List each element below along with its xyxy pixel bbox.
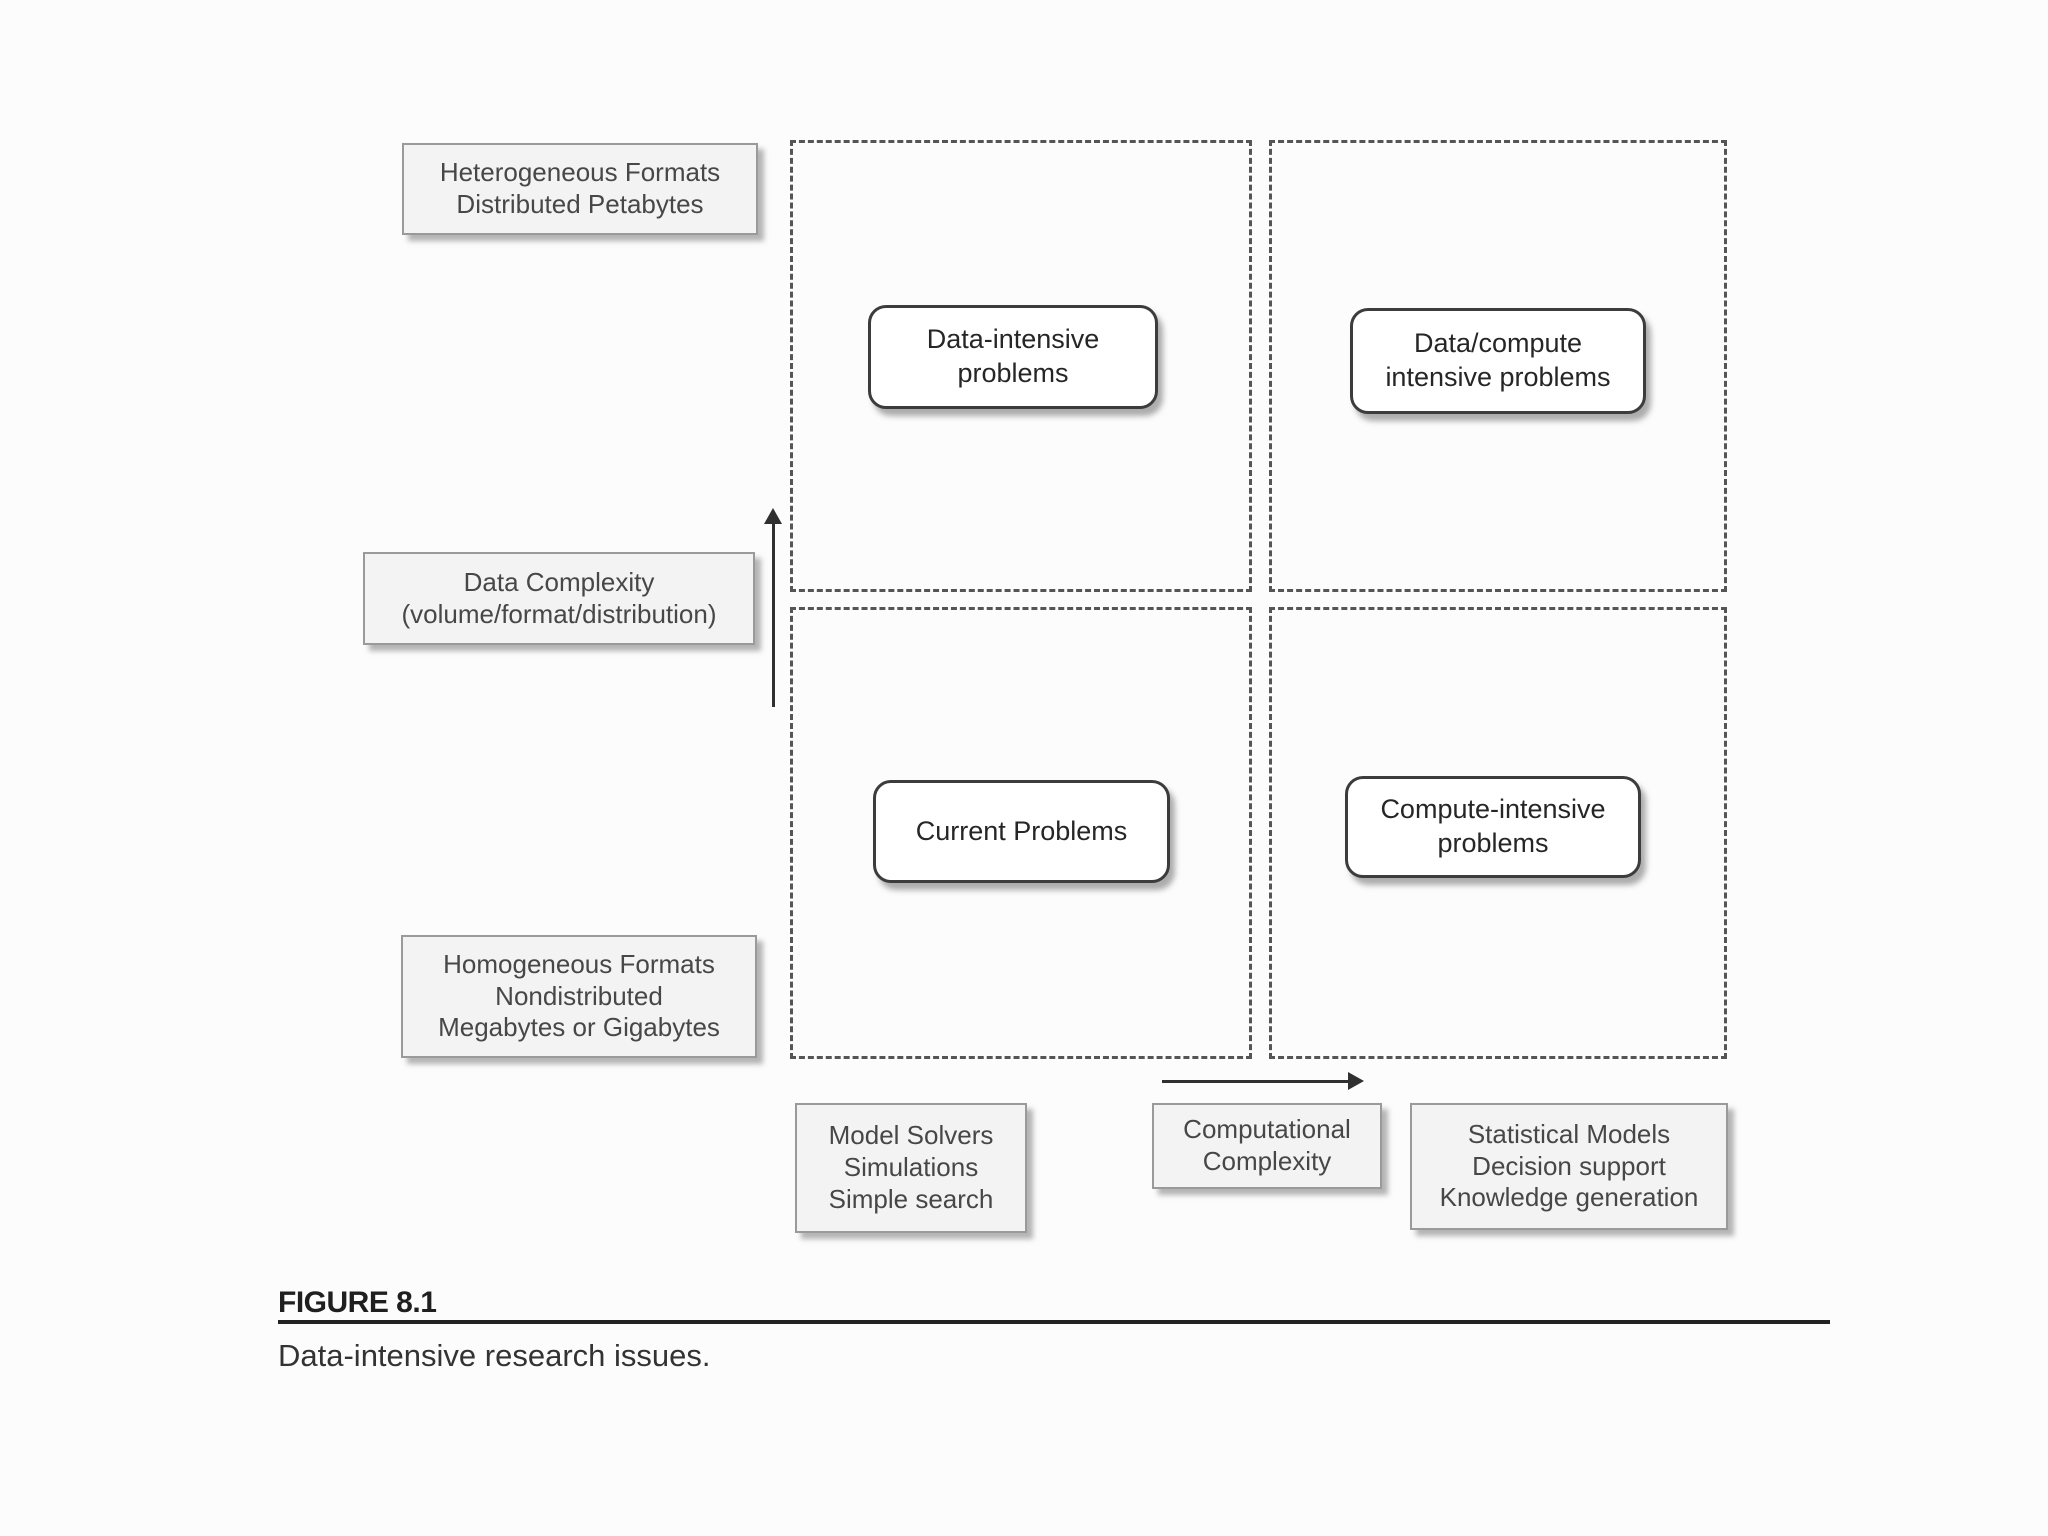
y-axis-low-label-line: Nondistributed <box>495 980 663 1011</box>
node-label-line: problems <box>1437 828 1549 858</box>
y-axis-title-label: Data Complexity (volume/format/distribut… <box>363 552 755 645</box>
y-axis-arrow-shaft <box>772 522 775 707</box>
node-label-line: Current Problems <box>915 815 1128 846</box>
x-axis-low-label-line: Simulations <box>843 1152 979 1183</box>
x-axis-low-label-line: Simple search <box>828 1183 994 1214</box>
y-axis-low-label-line: Megabytes or Gigabytes <box>438 1012 720 1043</box>
x-axis-high-label: Statistical Models Decision support Know… <box>1410 1103 1728 1230</box>
y-axis-arrow-head-icon <box>764 508 782 524</box>
quadrant-frame-bottom-right <box>1269 607 1727 1059</box>
node-label-line: intensive problems <box>1385 362 1611 392</box>
x-axis-low-label-line: Model Solvers <box>828 1120 994 1151</box>
x-axis-title-line: Computational <box>1183 1114 1351 1145</box>
caption-rule <box>278 1320 1830 1324</box>
y-axis-low-label-line: Homogeneous Formats <box>443 948 715 979</box>
node-current-problems: Current Problems <box>873 780 1170 883</box>
x-axis-arrow-shaft <box>1162 1080 1348 1083</box>
x-axis-title-label: Computational Complexity <box>1152 1103 1382 1189</box>
x-axis-arrow-head-icon <box>1348 1072 1364 1090</box>
y-axis-title-line: (volume/format/distribution) <box>401 598 717 629</box>
y-axis-low-label: Homogeneous Formats Nondistributed Megab… <box>401 935 757 1058</box>
figure-number: FIGURE 8.1 <box>278 1286 437 1319</box>
x-axis-title-line: Complexity <box>1202 1146 1332 1176</box>
y-axis-title-line: Data Complexity <box>463 566 655 597</box>
node-label-line: Data/compute <box>1413 328 1583 359</box>
node-data-intensive-problems: Data-intensive problems <box>868 305 1158 409</box>
x-axis-high-label-line: Knowledge generation <box>1439 1182 1699 1213</box>
node-compute-intensive-problems: Compute-intensive problems <box>1345 776 1641 878</box>
y-axis-high-label-line: Distributed Petabytes <box>456 189 704 219</box>
y-axis-high-label: Heterogeneous Formats Distributed Petaby… <box>402 143 758 235</box>
y-axis-high-label-line: Heterogeneous Formats <box>439 157 721 188</box>
node-label-line: Data-intensive <box>926 324 1100 355</box>
quadrant-frame-top-left <box>790 140 1252 592</box>
node-label-line: problems <box>957 358 1069 388</box>
figure-caption-text: Data-intensive research issues. <box>278 1338 711 1373</box>
node-label-line: Compute-intensive <box>1380 794 1606 825</box>
quadrant-frame-bottom-left <box>790 607 1252 1059</box>
x-axis-high-label-line: Statistical Models <box>1467 1118 1671 1149</box>
node-data-compute-intensive-problems: Data/compute intensive problems <box>1350 308 1646 414</box>
x-axis-low-label: Model Solvers Simulations Simple search <box>795 1103 1027 1233</box>
x-axis-high-label-line: Decision support <box>1472 1150 1666 1181</box>
quadrant-frame-top-right <box>1269 140 1727 592</box>
